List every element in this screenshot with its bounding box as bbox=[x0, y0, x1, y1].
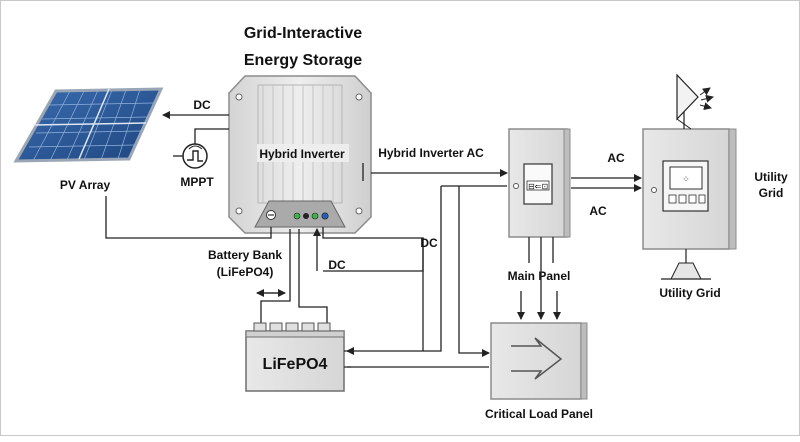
wire-ac-to-battery bbox=[346, 186, 442, 355]
critical-load-panel-box bbox=[490, 322, 588, 400]
svg-text:⁘: ⁘ bbox=[682, 174, 690, 184]
mppt-label: MPPT bbox=[180, 175, 214, 189]
wire-ac-to-critical bbox=[458, 186, 490, 357]
wire-pv-to-inverter bbox=[105, 196, 272, 239]
critical-load-panel-label: Critical Load Panel bbox=[485, 407, 593, 421]
title-line-2: Energy Storage bbox=[244, 52, 362, 69]
mppt-symbol bbox=[182, 143, 208, 169]
title-line-1: Grid-Interactive bbox=[244, 25, 362, 42]
ac-lower-label: AC bbox=[589, 204, 607, 218]
pv-array-label: PV Array bbox=[60, 178, 111, 192]
wire-battery-lead-1 bbox=[260, 229, 291, 323]
lifepo4-battery bbox=[245, 322, 351, 392]
hybrid-inverter-label: Hybrid Inverter bbox=[259, 147, 345, 161]
utility-grid-side-line-2: Grid bbox=[759, 186, 784, 200]
battery-bank-line-2: (LiFePO4) bbox=[217, 265, 274, 279]
wire-battery-lead-2 bbox=[298, 229, 328, 323]
wire-mppt-inverter bbox=[194, 128, 229, 144]
utility-base-icon bbox=[661, 249, 711, 280]
main-panel-box: ⊟⇐⊡ bbox=[508, 128, 571, 238]
ac-upper-label: AC bbox=[607, 151, 625, 165]
pv-array-panel bbox=[13, 87, 164, 163]
utility-grid-side-line-1: Utility bbox=[754, 170, 788, 184]
dc-top-label: DC bbox=[193, 98, 211, 112]
antenna-icon bbox=[676, 73, 714, 130]
utility-meter-box: ⁘ bbox=[642, 128, 737, 250]
utility-grid-label: Utility Grid bbox=[659, 286, 720, 300]
svg-text:⊟⇐⊡: ⊟⇐⊡ bbox=[528, 182, 548, 191]
main-panel-label: Main Panel bbox=[508, 269, 571, 283]
dc-mid-label: DC bbox=[420, 236, 438, 250]
battery-label: LiFePO4 bbox=[263, 356, 328, 373]
battery-bank-line-1: Battery Bank bbox=[208, 248, 282, 262]
hybrid-inverter-ac-label: Hybrid Inverter AC bbox=[378, 146, 484, 160]
dc-low-label: DC bbox=[328, 258, 346, 272]
